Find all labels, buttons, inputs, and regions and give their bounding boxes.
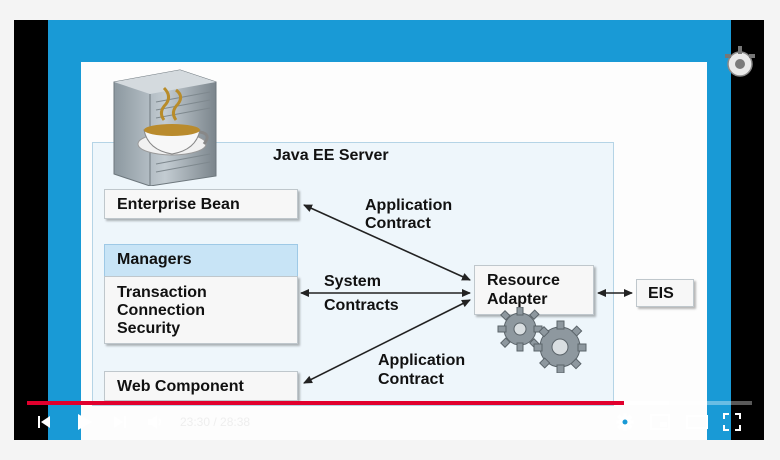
- managers-header-label: Managers: [117, 251, 192, 268]
- miniplayer-icon[interactable]: [650, 413, 670, 431]
- app-contract-bottom-line1: Application: [378, 352, 466, 369]
- web-component-label: Web Component: [117, 378, 244, 395]
- progress-played: [27, 401, 624, 405]
- fullscreen-icon[interactable]: [723, 413, 741, 431]
- gears-icon: [497, 307, 587, 373]
- system-contracts-line1: System: [324, 273, 381, 290]
- system-contracts-line2: Contracts: [324, 297, 399, 314]
- settings-icon[interactable]: [616, 413, 634, 431]
- eis-box: EIS: [636, 279, 694, 307]
- web-component-box: Web Component: [104, 371, 298, 401]
- progress-bar[interactable]: [27, 401, 752, 405]
- eis-label: EIS: [648, 285, 674, 302]
- managers-body: Transaction Connection Security: [104, 276, 298, 344]
- resource-adapter-label-2: Adapter: [487, 291, 548, 308]
- play-icon[interactable]: [74, 412, 94, 432]
- volume-icon[interactable]: [146, 413, 164, 431]
- app-contract-bottom-line2: Contract: [378, 371, 444, 388]
- theater-mode-icon[interactable]: [686, 413, 708, 431]
- resource-adapter-box: Resource Adapter: [474, 265, 594, 315]
- manager-security: Security: [117, 320, 181, 337]
- server-title: Java EE Server: [273, 147, 389, 164]
- manager-connection: Connection: [117, 302, 205, 319]
- app-contract-top-line2: Contract: [365, 215, 431, 232]
- channel-watermark-icon: [725, 46, 755, 77]
- enterprise-bean-box: Enterprise Bean: [104, 189, 298, 219]
- app-contract-top-line1: Application: [365, 197, 453, 214]
- enterprise-bean-label: Enterprise Bean: [117, 196, 240, 213]
- previous-icon[interactable]: [36, 414, 52, 430]
- next-icon[interactable]: [112, 414, 128, 430]
- resource-adapter-label-1: Resource: [487, 272, 560, 289]
- java-server-icon: [113, 69, 217, 186]
- manager-transaction: Transaction: [117, 284, 207, 301]
- managers-header: Managers: [104, 244, 298, 278]
